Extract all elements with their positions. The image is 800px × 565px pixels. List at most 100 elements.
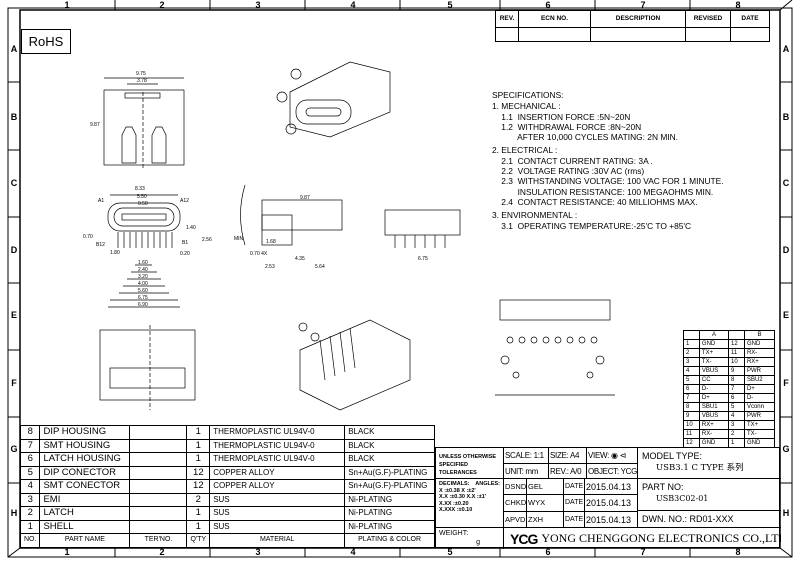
pin-signal: RX+ bbox=[743, 357, 776, 367]
row-label: E bbox=[10, 310, 17, 320]
column-label: 4 bbox=[350, 547, 356, 557]
unit-field: UNIT: mm bbox=[504, 464, 549, 479]
object-field: OBJECT: YCG bbox=[587, 464, 638, 479]
bom-header-no: NO. bbox=[19, 533, 41, 548]
pin-number: 5 bbox=[683, 375, 700, 385]
spec-line: 3.1 OPERATING TEMPERATURE:-25'C TO +85'C bbox=[492, 220, 692, 231]
column-label: 8 bbox=[735, 547, 741, 557]
bom-header-material: MATERIAL bbox=[209, 533, 346, 548]
pin-table-header bbox=[683, 330, 700, 340]
pin-signal: VBUS bbox=[698, 411, 730, 421]
dimension: 1.80 bbox=[110, 250, 120, 256]
row-label: A bbox=[10, 44, 18, 54]
pin-table-header: B bbox=[743, 330, 776, 340]
bom-part-name: EMI bbox=[39, 492, 131, 507]
pin-signal: SBU1 bbox=[698, 402, 730, 412]
description-cell bbox=[590, 27, 686, 42]
bom-header-plating: PLATING & COLOR bbox=[344, 533, 435, 548]
pin-signal: TX- bbox=[698, 357, 730, 367]
bom-header-qty: Q'TY bbox=[186, 533, 211, 548]
part-no-value: USB3C02-01 bbox=[656, 494, 709, 503]
pin-number: 11 bbox=[728, 348, 745, 358]
dimension: 0.20 bbox=[180, 251, 190, 257]
pin-number: 1 bbox=[683, 339, 700, 349]
pin-table-header: A bbox=[698, 330, 730, 340]
approval-date: 2015.04.13 bbox=[585, 495, 638, 512]
dimension: 4.35 bbox=[295, 256, 305, 262]
bom-material: SUS bbox=[209, 492, 346, 507]
row-label: F bbox=[11, 378, 17, 388]
bom-part-name: DIP HOUSING bbox=[39, 425, 131, 440]
bom-material: COPPER ALLOY bbox=[209, 479, 346, 494]
bom-plating: Sn+Au(G.F)-PLATING bbox=[344, 479, 435, 494]
pin-signal: RX- bbox=[743, 348, 776, 358]
pin-signal: VBUS bbox=[698, 366, 730, 376]
approval-role: CHKD bbox=[504, 495, 527, 512]
bom-ter-no bbox=[129, 438, 188, 453]
dimension: 2.56 bbox=[202, 237, 212, 243]
bom-material: THERMOPLASTIC UL94V-0 bbox=[209, 425, 346, 440]
column-label: 3 bbox=[255, 0, 261, 10]
bom-plating: BLACK bbox=[344, 425, 435, 440]
row-label: G bbox=[782, 444, 790, 454]
bom-part-name: SMT HOUSING bbox=[39, 438, 131, 453]
bom-plating: BLACK bbox=[344, 452, 435, 467]
bom-no: 2 bbox=[19, 506, 41, 521]
ecn-header: ECN NO. bbox=[518, 10, 591, 28]
date-header: DATE bbox=[730, 10, 770, 28]
revised-header: REVISED bbox=[685, 10, 731, 28]
approval-date: 2015.04.13 bbox=[585, 511, 638, 528]
part-no-label: PART NO: bbox=[642, 482, 684, 492]
dimension: 8.33 bbox=[135, 186, 145, 192]
pin-number: 12 bbox=[728, 339, 745, 349]
pin-number: 7 bbox=[728, 384, 745, 394]
pin-signal: D- bbox=[698, 384, 730, 394]
row-label: A bbox=[782, 44, 790, 54]
dimension: 5.60 bbox=[138, 288, 148, 294]
rohs-badge: RoHS bbox=[21, 29, 71, 54]
column-label: 6 bbox=[545, 547, 551, 557]
weight-label: WEIGHT: bbox=[439, 530, 469, 537]
pin-signal: GND bbox=[698, 339, 730, 349]
bom-ter-no bbox=[129, 465, 188, 480]
company-name: YONG CHENGGONG ELECTRONICS CO.,LTD. bbox=[541, 531, 781, 545]
dimension: B1 bbox=[182, 240, 189, 246]
pin-signal: TX+ bbox=[743, 420, 776, 430]
bom-plating: Sn+Au(G.F)-PLATING bbox=[344, 465, 435, 480]
approval-date-label: DATE bbox=[564, 511, 585, 528]
specifications: SPECIFICATIONS:1. MECHANICAL : 1.1 INSER… bbox=[492, 90, 724, 231]
dimension: B12 bbox=[96, 242, 105, 248]
bom-no: 3 bbox=[19, 492, 41, 507]
bom-no: 4 bbox=[19, 479, 41, 494]
dimension: 9.87 bbox=[300, 195, 310, 201]
approval-name: ZXH bbox=[527, 511, 564, 528]
dimension: A12 bbox=[180, 198, 189, 204]
column-label: 2 bbox=[159, 0, 165, 10]
bom-material: SUS bbox=[209, 506, 346, 521]
pin-signal: SBU2 bbox=[743, 375, 776, 385]
dimension: 1.60 bbox=[138, 260, 148, 266]
column-label: 7 bbox=[640, 547, 646, 557]
pin-number: 6 bbox=[728, 393, 745, 403]
projection-symbol-icon: ◉ ⊲ bbox=[610, 451, 626, 460]
pin-number: 10 bbox=[683, 420, 700, 430]
model-type-value: USB3.1 C TYPE 系列 bbox=[656, 463, 744, 473]
approval-name: GEL bbox=[527, 479, 564, 496]
spec-line: 1. MECHANICAL : bbox=[492, 101, 561, 112]
tolerance-line: X.XX :±0.20 bbox=[439, 500, 469, 507]
pin-number: 3 bbox=[728, 420, 745, 430]
dimension: 0.50 bbox=[138, 201, 148, 207]
pin-number: 4 bbox=[683, 366, 700, 376]
pin-signal: D+ bbox=[743, 384, 776, 394]
